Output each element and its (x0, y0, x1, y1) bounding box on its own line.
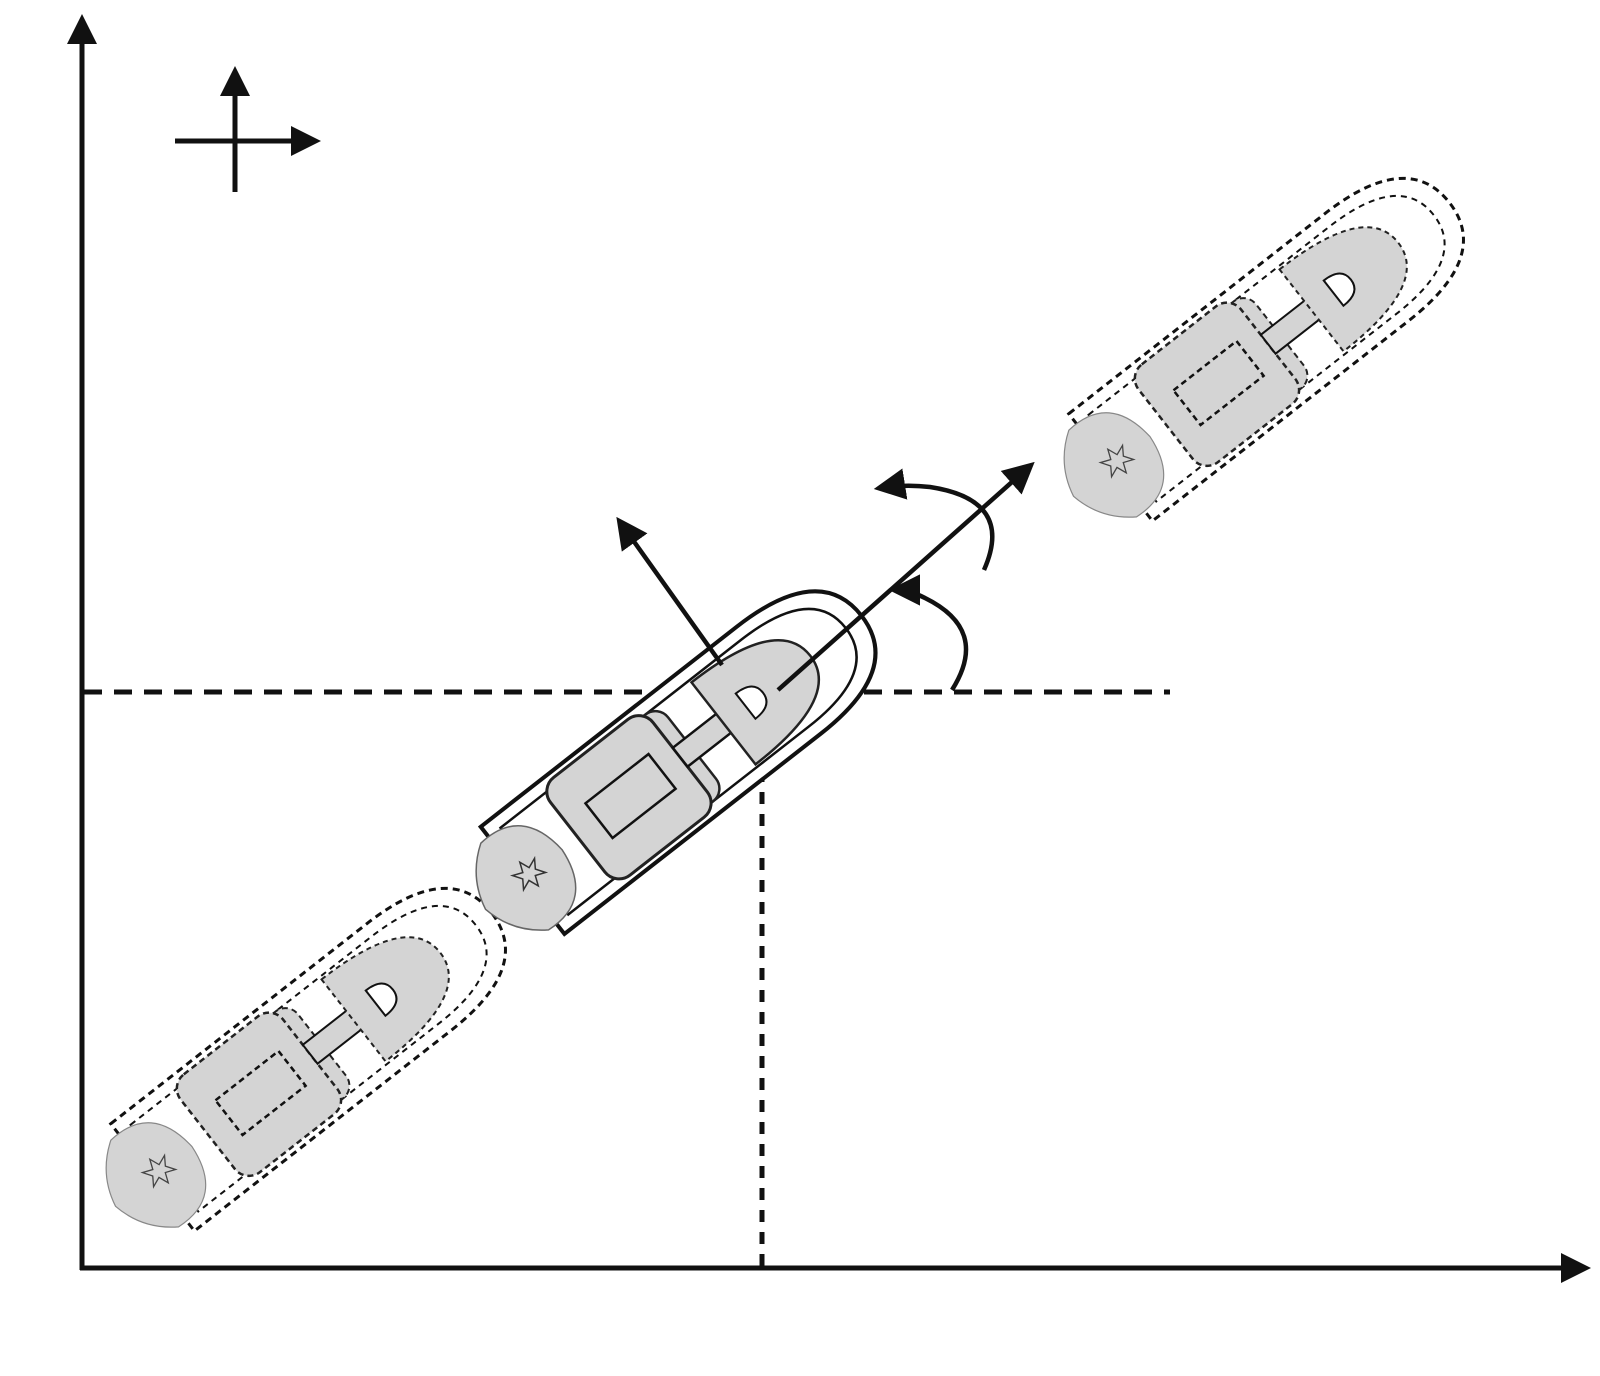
boat-current-icon (441, 560, 906, 965)
heading-angle-arc-icon (888, 574, 969, 692)
surge-velocity-arrow-icon (776, 461, 1035, 692)
yaw-rate-arrow-icon (873, 468, 995, 571)
sway-velocity-arrow-icon (616, 516, 724, 667)
boat-previous-icon (72, 857, 535, 1262)
boat-next-icon (1030, 147, 1493, 552)
compass-cross-icon (175, 66, 321, 192)
